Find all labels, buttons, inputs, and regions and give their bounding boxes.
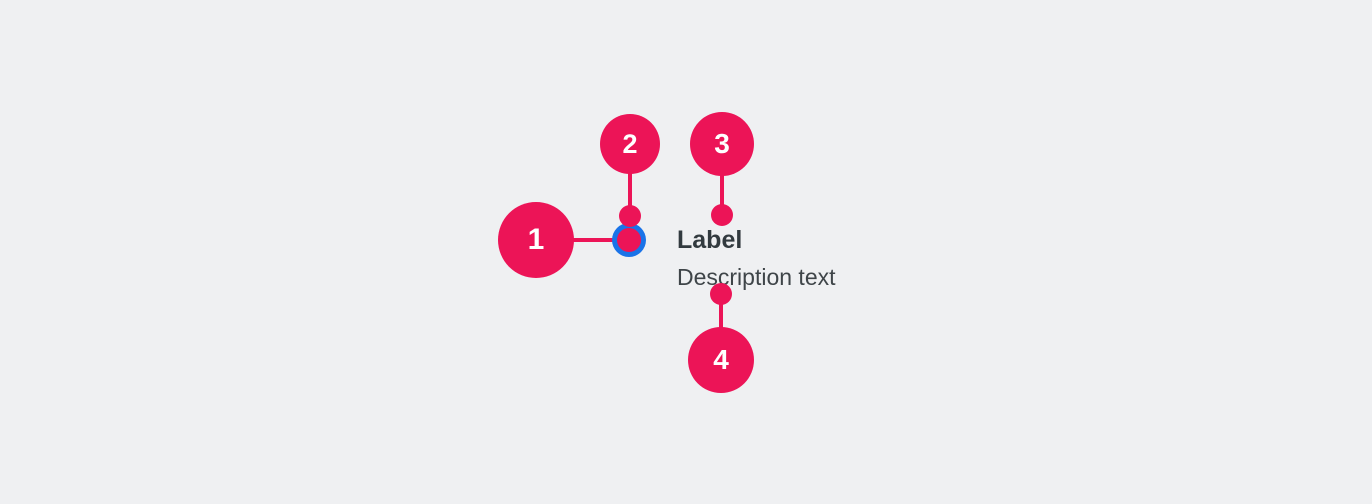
leader-line-3 (720, 170, 724, 218)
annotation-badge-4[interactable]: 4 (688, 327, 754, 393)
leader-endpoint-dot-1 (617, 228, 641, 252)
leader-endpoint-dot-2 (619, 205, 641, 227)
leader-line-4 (719, 291, 723, 335)
leader-endpoint-dot-4 (710, 283, 732, 305)
radio-description: Description text (677, 264, 836, 290)
leader-line-1 (560, 238, 632, 242)
leader-endpoint-dot-3 (711, 204, 733, 226)
radio-label[interactable]: Label (677, 226, 743, 254)
annotation-badge-1[interactable]: 1 (498, 202, 574, 278)
annotation-badge-3[interactable]: 3 (690, 112, 754, 176)
leader-line-2 (628, 170, 632, 218)
annotation-badge-2[interactable]: 2 (600, 114, 660, 174)
